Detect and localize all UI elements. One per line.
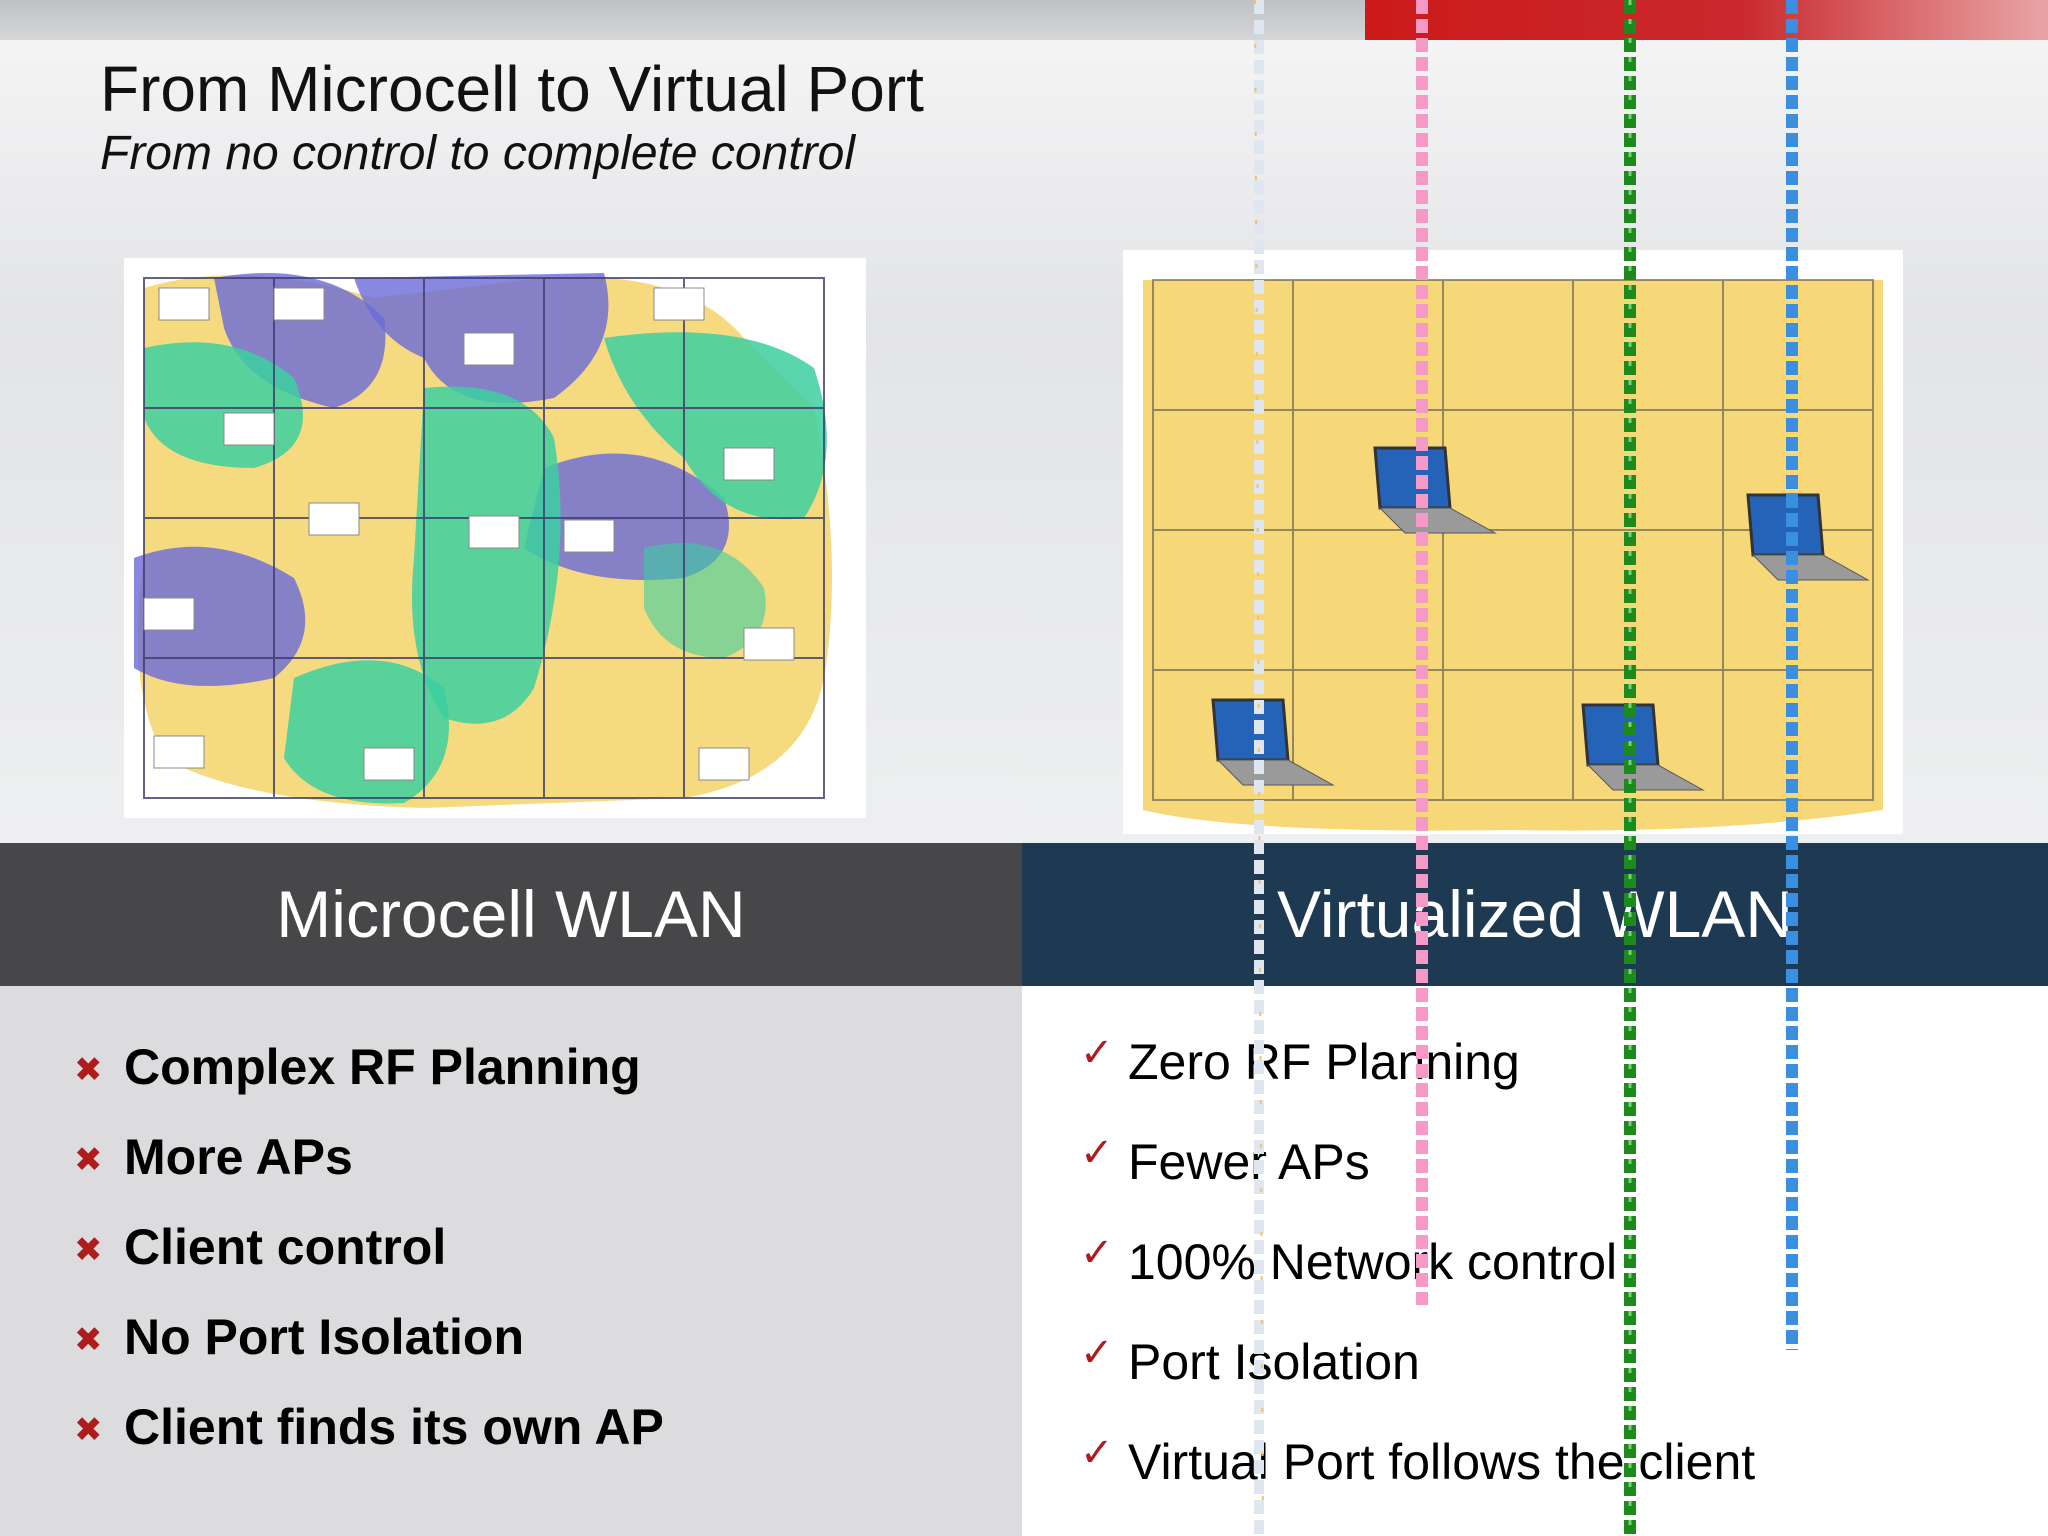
check-mark-icon: ✓ xyxy=(1080,1031,1114,1075)
benefit-item: Zero RF Planning xyxy=(1128,1034,1520,1090)
x-mark-icon: ✖ xyxy=(74,1141,103,1179)
x-mark-icon: ✖ xyxy=(74,1321,103,1359)
check-mark-icon: ✓ xyxy=(1080,1131,1114,1175)
microcell-floorplan xyxy=(124,258,866,818)
check-mark-icon: ✓ xyxy=(1080,1231,1114,1275)
benefit-item: Virtual Port follows the client xyxy=(1128,1434,1756,1490)
x-mark-icon: ✖ xyxy=(74,1231,103,1269)
benefit-item: 100% Network control xyxy=(1128,1234,1618,1290)
drawback-item: No Port Isolation xyxy=(124,1309,524,1365)
microcell-coverage-map xyxy=(134,273,833,809)
slide-title: From Microcell to Virtual Port xyxy=(100,53,924,125)
drawback-item: More APs xyxy=(124,1129,353,1185)
x-mark-icon: ✖ xyxy=(74,1411,103,1449)
microcell-heading-band: Microcell WLAN xyxy=(0,843,1022,986)
check-mark-icon: ✓ xyxy=(1080,1431,1114,1475)
blue-cable-strand xyxy=(1786,0,1798,1350)
benefit-item: Fewer APs xyxy=(1128,1134,1370,1190)
white-cable-strand xyxy=(1254,0,1264,1536)
virtualized-floorplan xyxy=(1123,250,1903,834)
access-point-icons xyxy=(143,287,795,781)
pink-cable-strand xyxy=(1416,0,1428,1305)
virtualized-coverage-map xyxy=(1143,279,1883,831)
benefit-item: Port Isolation xyxy=(1128,1334,1420,1390)
virtualized-list-area xyxy=(1022,986,2048,1536)
x-mark-icon: ✖ xyxy=(74,1051,103,1089)
brand-red-bar xyxy=(1365,0,2048,40)
green-cable-strand xyxy=(1624,0,1636,1536)
drawback-item: Complex RF Planning xyxy=(124,1039,641,1095)
drawback-item: Client control xyxy=(124,1219,447,1275)
check-mark-icon: ✓ xyxy=(1080,1331,1114,1375)
drawback-item: Client finds its own AP xyxy=(124,1399,664,1455)
virtualized-heading: Virtualized WLAN xyxy=(1277,877,1793,951)
slide-subtitle: From no control to complete control xyxy=(100,127,855,180)
virtualized-heading-band: Virtualized WLAN xyxy=(1022,843,2048,986)
microcell-list-area xyxy=(0,986,1022,1536)
microcell-heading: Microcell WLAN xyxy=(276,877,746,951)
